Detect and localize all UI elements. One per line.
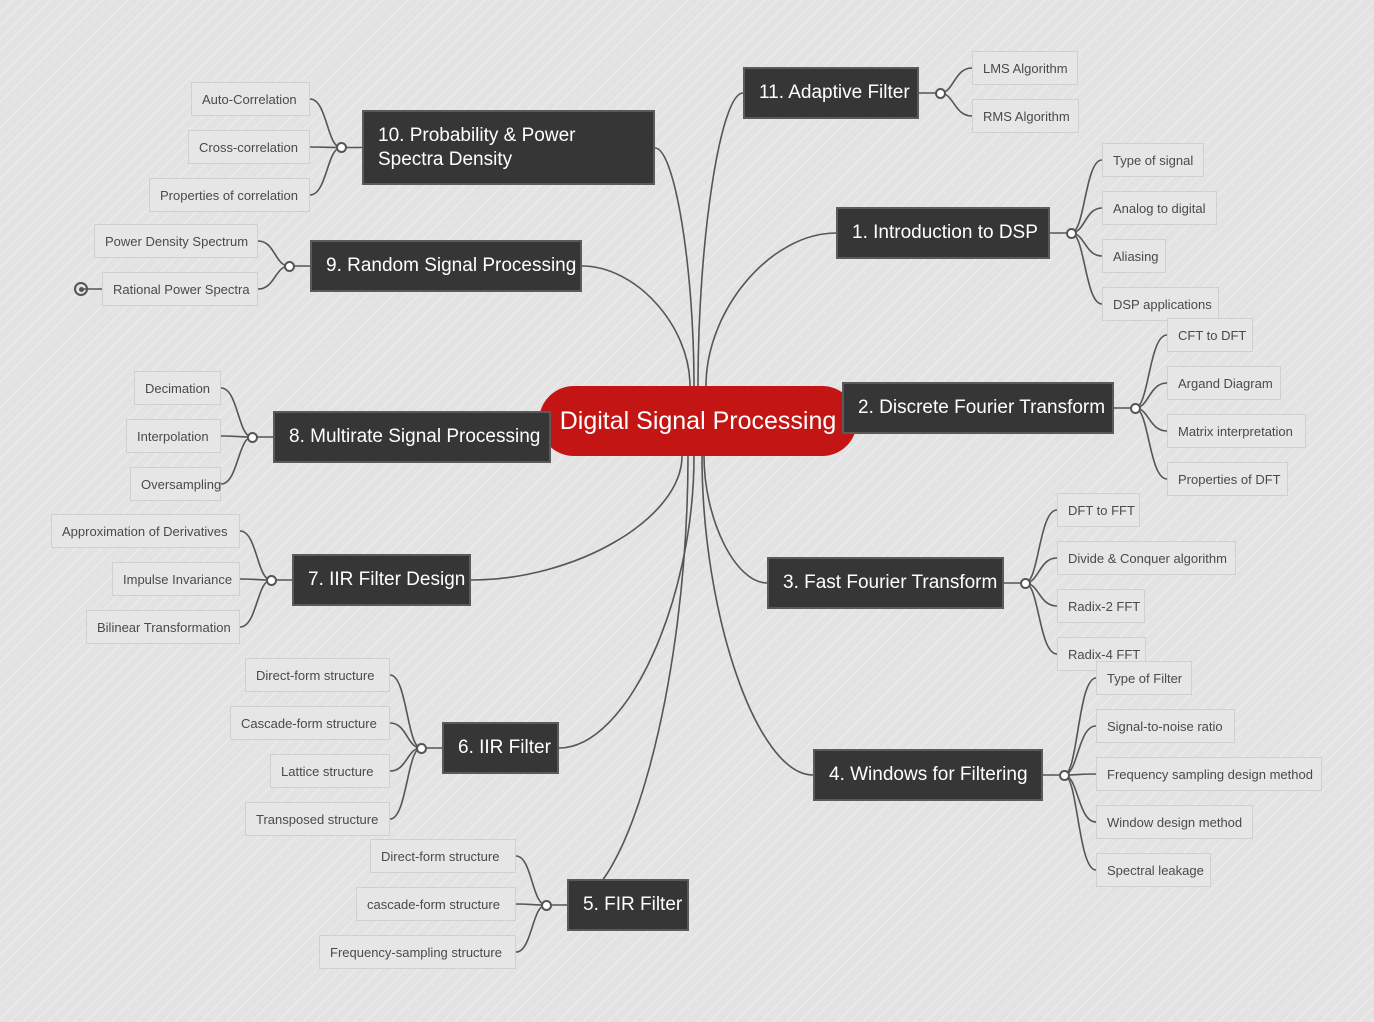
topic-t9[interactable]: 9. Random Signal Processing bbox=[310, 240, 582, 292]
topic-t11[interactable]: 11. Adaptive Filter bbox=[743, 67, 919, 119]
target-icon[interactable] bbox=[74, 282, 88, 296]
connector-t3 bbox=[703, 455, 768, 584]
subtopic-t8-2[interactable]: Interpolation bbox=[126, 419, 221, 453]
topic-t6[interactable]: 6. IIR Filter bbox=[442, 722, 559, 774]
subtopic-t11-2[interactable]: RMS Algorithm bbox=[972, 99, 1079, 133]
collapse-toggle-icon[interactable] bbox=[415, 742, 427, 754]
connector-t11 bbox=[697, 92, 744, 387]
collapse-toggle-icon[interactable] bbox=[1058, 769, 1070, 781]
subtopic-t4-3[interactable]: Frequency sampling design method bbox=[1096, 757, 1322, 791]
collapse-toggle-icon[interactable] bbox=[335, 142, 347, 153]
collapse-toggle-icon[interactable] bbox=[540, 899, 552, 911]
branch-t1-1 bbox=[1070, 159, 1103, 234]
connector-t10 bbox=[654, 147, 695, 387]
branch-t2-4 bbox=[1134, 407, 1168, 480]
connector-t4 bbox=[701, 455, 814, 776]
subtopic-t6-4[interactable]: Transposed structure bbox=[245, 802, 390, 836]
subtopic-t2-2[interactable]: Argand Diagram bbox=[1167, 366, 1281, 400]
subtopic-t4-5[interactable]: Spectral leakage bbox=[1096, 853, 1211, 887]
collapse-toggle-icon[interactable] bbox=[1065, 227, 1077, 239]
central-topic[interactable]: Digital Signal Processing bbox=[539, 386, 857, 456]
subtopic-t2-3[interactable]: Matrix interpretation bbox=[1167, 414, 1306, 448]
branch-t3-4 bbox=[1024, 582, 1058, 655]
subtopic-t3-3[interactable]: Radix-2 FFT bbox=[1057, 589, 1145, 623]
subtopic-t8-3[interactable]: Oversampling bbox=[130, 467, 221, 501]
branch-t8-3 bbox=[220, 436, 253, 485]
collapse-toggle-icon[interactable] bbox=[265, 574, 277, 586]
subtopic-t1-2[interactable]: Analog to digital bbox=[1102, 191, 1217, 225]
subtopic-t10-1[interactable]: Auto-Correlation bbox=[191, 82, 310, 116]
collapse-toggle-icon[interactable] bbox=[1019, 577, 1031, 589]
topic-t3[interactable]: 3. Fast Fourier Transform bbox=[767, 557, 1004, 609]
branch-t6-4 bbox=[389, 747, 422, 820]
subtopic-t9-1[interactable]: Power Density Spectrum bbox=[94, 224, 258, 258]
subtopic-t7-1[interactable]: Approximation of Derivatives bbox=[51, 514, 240, 548]
subtopic-t10-3[interactable]: Properties of correlation bbox=[149, 178, 310, 212]
collapse-toggle-icon[interactable] bbox=[246, 431, 258, 443]
subtopic-t8-1[interactable]: Decimation bbox=[134, 371, 221, 405]
connector-t5 bbox=[566, 455, 689, 906]
subtopic-t4-4[interactable]: Window design method bbox=[1096, 805, 1253, 839]
topic-t4[interactable]: 4. Windows for Filtering bbox=[813, 749, 1043, 801]
subtopic-t3-1[interactable]: DFT to FFT bbox=[1057, 493, 1140, 527]
topic-t2[interactable]: 2. Discrete Fourier Transform bbox=[842, 382, 1114, 434]
collapse-toggle-icon[interactable] bbox=[283, 260, 295, 272]
topic-t7[interactable]: 7. IIR Filter Design bbox=[292, 554, 471, 606]
subtopic-t7-3[interactable]: Bilinear Transformation bbox=[86, 610, 240, 644]
branch-t5-3 bbox=[515, 904, 547, 953]
connector-t7 bbox=[470, 455, 683, 581]
branch-t2-1 bbox=[1134, 334, 1168, 409]
subtopic-t6-1[interactable]: Direct-form structure bbox=[245, 658, 390, 692]
branch-t4-5 bbox=[1063, 774, 1097, 871]
subtopic-t6-2[interactable]: Cascade-form structure bbox=[230, 706, 390, 740]
branch-t5-1 bbox=[515, 855, 547, 906]
connector-t9 bbox=[581, 265, 691, 387]
branch-t8-1 bbox=[220, 387, 253, 438]
collapse-toggle-icon[interactable] bbox=[1129, 402, 1141, 414]
connector-t6 bbox=[558, 455, 695, 749]
subtopic-t4-2[interactable]: Signal-to-noise ratio bbox=[1096, 709, 1235, 743]
branch-t3-1 bbox=[1024, 509, 1058, 584]
topic-t1[interactable]: 1. Introduction to DSP bbox=[836, 207, 1050, 259]
subtopic-t7-2[interactable]: Impulse Invariance bbox=[112, 562, 240, 596]
subtopic-t5-3[interactable]: Frequency-sampling structure bbox=[319, 935, 516, 969]
branch-t7-3 bbox=[239, 579, 272, 628]
subtopic-t5-1[interactable]: Direct-form structure bbox=[370, 839, 516, 873]
subtopic-t2-4[interactable]: Properties of DFT bbox=[1167, 462, 1288, 496]
branch-t10-3 bbox=[309, 146, 342, 196]
subtopic-t1-3[interactable]: Aliasing bbox=[1102, 239, 1166, 273]
connector-t1 bbox=[705, 232, 837, 387]
branch-t4-2 bbox=[1063, 725, 1097, 776]
subtopic-t4-1[interactable]: Type of Filter bbox=[1096, 661, 1192, 695]
subtopic-t1-1[interactable]: Type of signal bbox=[1102, 143, 1204, 177]
collapse-toggle-icon[interactable] bbox=[934, 87, 946, 99]
subtopic-t2-1[interactable]: CFT to DFT bbox=[1167, 318, 1253, 352]
subtopic-t10-2[interactable]: Cross-correlation bbox=[188, 130, 310, 164]
branch-t6-1 bbox=[389, 674, 422, 749]
branch-t7-1 bbox=[239, 530, 272, 581]
branch-t10-1 bbox=[309, 98, 342, 149]
branch-t4-4 bbox=[1063, 774, 1097, 823]
subtopic-t6-3[interactable]: Lattice structure bbox=[270, 754, 390, 788]
branch-t1-4 bbox=[1070, 232, 1103, 305]
subtopic-t9-2[interactable]: Rational Power Spectra bbox=[102, 272, 258, 306]
topic-t5[interactable]: 5. FIR Filter bbox=[567, 879, 689, 931]
subtopic-t1-4[interactable]: DSP applications bbox=[1102, 287, 1219, 321]
subtopic-t3-2[interactable]: Divide & Conquer algorithm bbox=[1057, 541, 1236, 575]
subtopic-t11-1[interactable]: LMS Algorithm bbox=[972, 51, 1078, 85]
topic-t10[interactable]: 10. Probability & Power Spectra Density bbox=[362, 110, 655, 185]
topic-t8[interactable]: 8. Multirate Signal Processing bbox=[273, 411, 551, 463]
subtopic-t5-2[interactable]: cascade-form structure bbox=[356, 887, 516, 921]
